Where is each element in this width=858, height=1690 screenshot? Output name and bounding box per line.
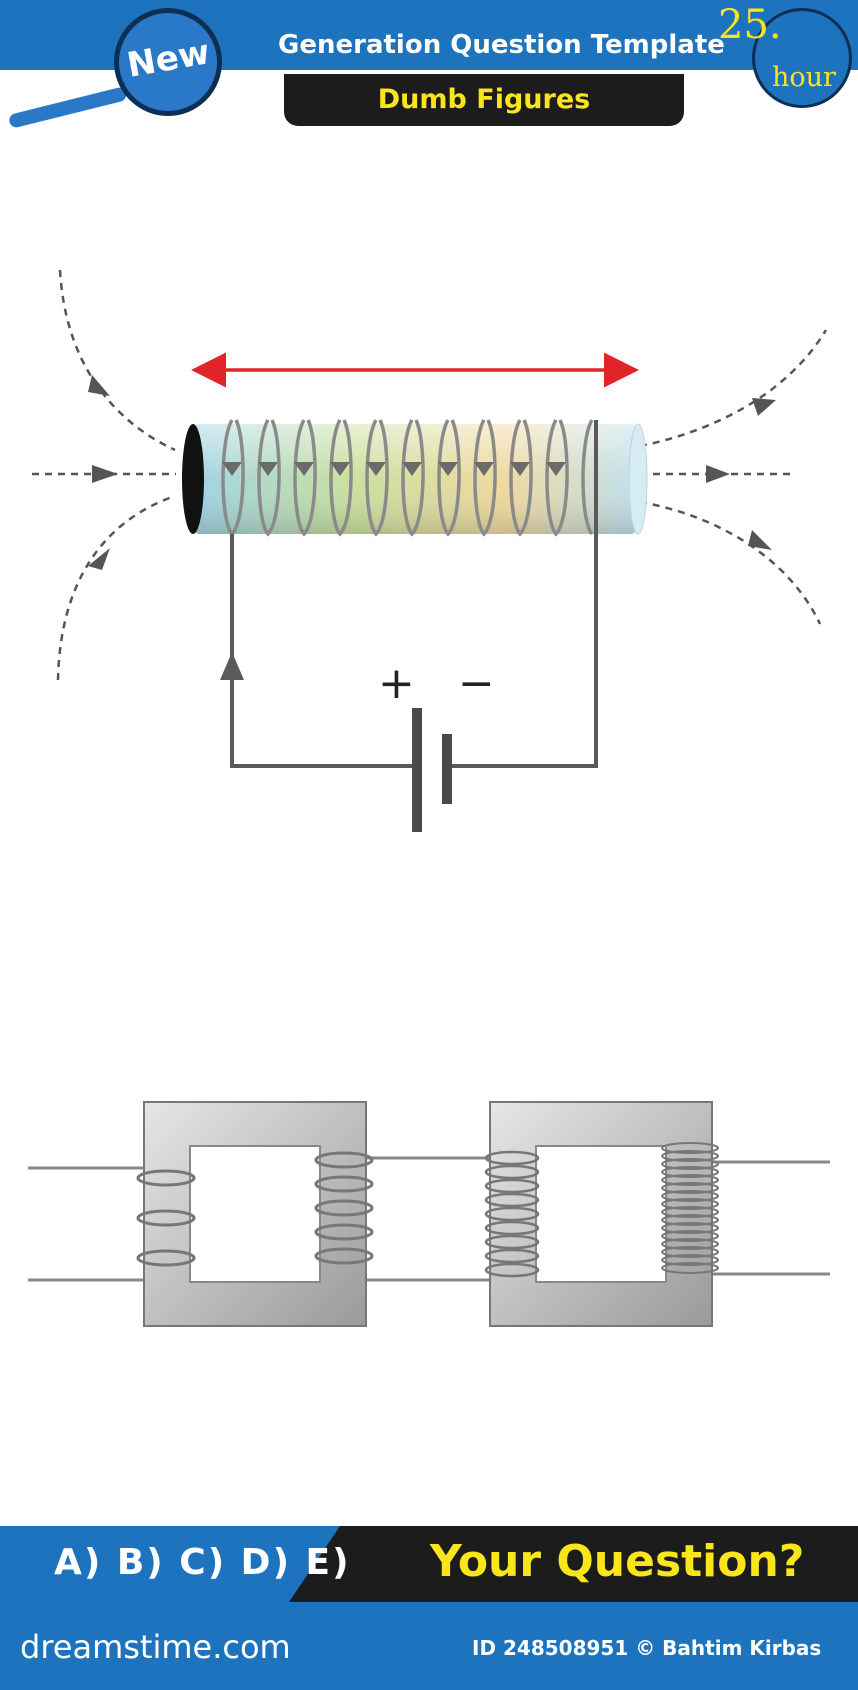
subtitle-label: Dumb Figures <box>377 84 591 115</box>
transformer-1 <box>28 1101 490 1327</box>
solenoid <box>182 419 648 537</box>
watermark-logo: dreamstime.com <box>20 1628 291 1666</box>
answer-options: A) B) C) D) E) <box>54 1542 351 1583</box>
circuit-wire <box>230 420 598 768</box>
field-arrowheads-right <box>706 398 776 550</box>
clock-unit: hour <box>772 62 836 93</box>
new-badge: New <box>114 8 222 116</box>
current-arrow <box>220 652 244 680</box>
transformer-2 <box>484 1101 830 1327</box>
subtitle-banner: Dumb Figures <box>284 74 684 126</box>
clock-number: 25. <box>718 2 782 48</box>
field-lines-right <box>639 329 828 625</box>
watermark-credit: ID 248508951 © Bahtim Kirbas <box>472 1636 822 1660</box>
physics-diagram: + − <box>28 269 830 1327</box>
plus-sign: + <box>378 658 415 709</box>
answers-panel <box>0 1526 340 1602</box>
battery-plate-positive <box>412 708 422 832</box>
question-prompt: Your Question? <box>430 1536 805 1587</box>
clock-icon <box>752 8 852 108</box>
battery-plate-negative <box>442 734 452 804</box>
page-title: Generation Question Template <box>278 30 725 60</box>
field-arrowheads-left <box>88 375 118 570</box>
watermark-band <box>0 1602 858 1690</box>
minus-sign: − <box>458 658 495 709</box>
